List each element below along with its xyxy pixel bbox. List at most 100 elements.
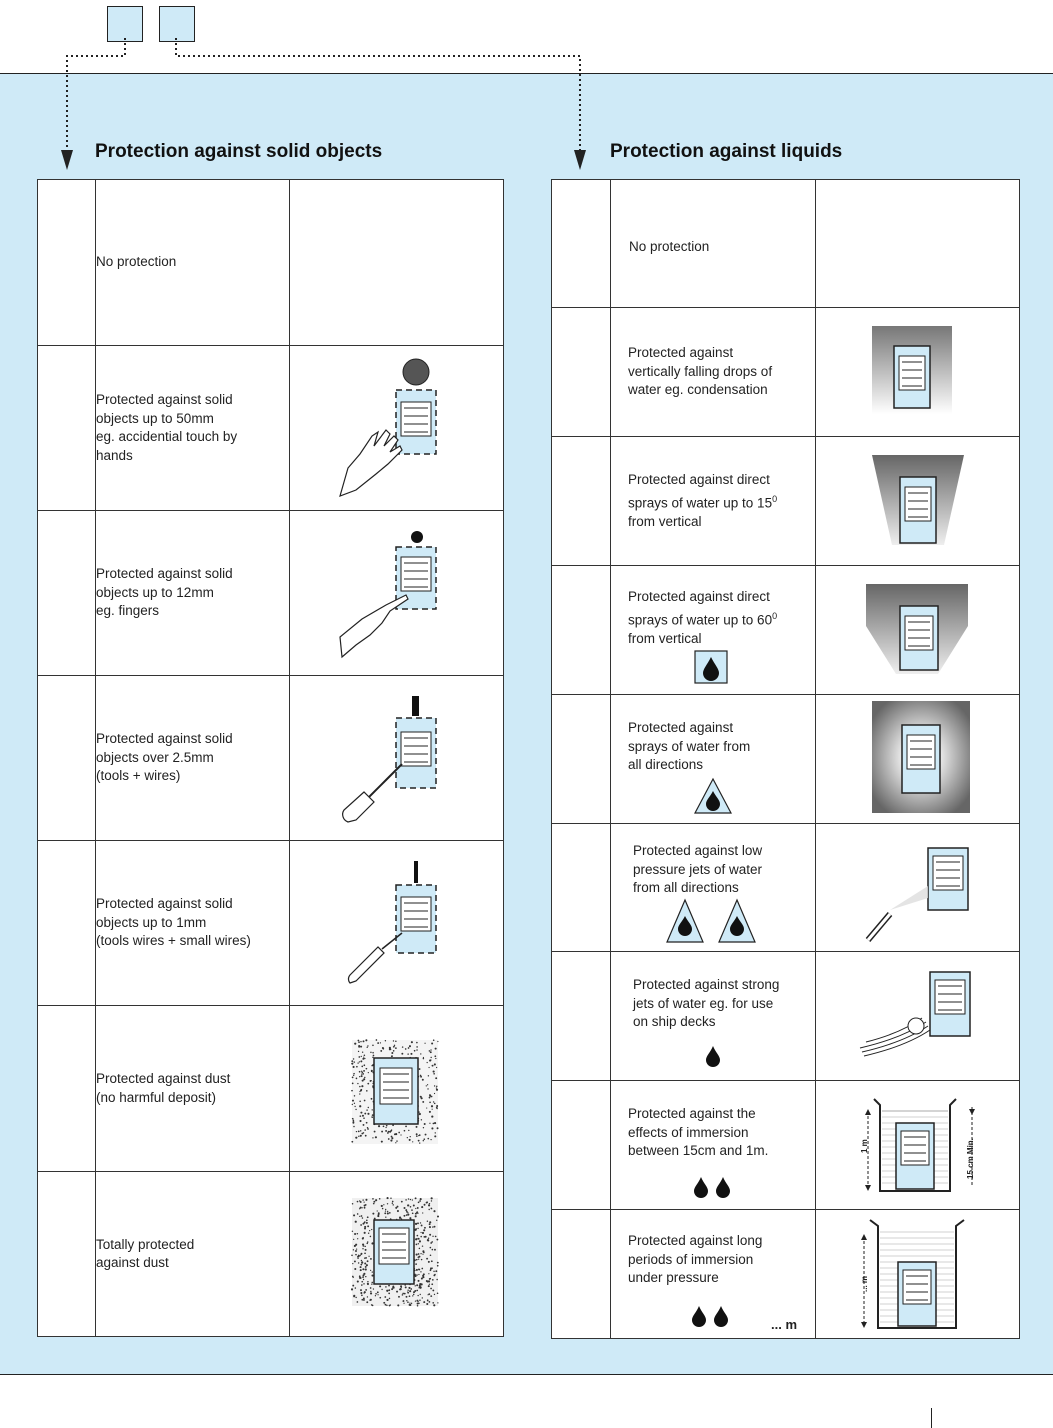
dust-speck (354, 1267, 357, 1270)
dust-speck (404, 1286, 407, 1289)
dust-speck (355, 1250, 357, 1252)
dust-speck (367, 1232, 370, 1234)
dust-speck (418, 1240, 422, 1243)
solids-desc: Protected against dust (no harmful depos… (95, 1005, 290, 1172)
code-cell (551, 179, 611, 308)
dust-speck (365, 1198, 368, 1201)
liquids-row: Protected against strong jets of water e… (551, 951, 1020, 1081)
dust-speck (407, 1047, 410, 1049)
dust-speck (435, 1088, 439, 1091)
dust-speck (432, 1289, 435, 1292)
dust-speck (372, 1044, 374, 1047)
dust-speck (436, 1219, 438, 1222)
desc-line: Protected against dust (96, 1071, 231, 1086)
dust-speck (419, 1293, 421, 1296)
dust-speck (407, 1053, 409, 1055)
desc-line: water eg. condensation (628, 382, 768, 398)
dust-speck (421, 1231, 425, 1235)
liquids-desc: No protection (610, 179, 816, 308)
solids-desc: Totally protected against dust (95, 1171, 290, 1337)
dust-speck (362, 1268, 365, 1271)
dust-speck (360, 1045, 363, 1048)
dust-speck (371, 1109, 373, 1111)
desc-line: (no harmful deposit) (96, 1089, 217, 1105)
dust-speck (377, 1214, 380, 1216)
desc-line: Protected against (628, 345, 734, 361)
dust-speck (428, 1273, 430, 1275)
dust-speck (351, 1060, 354, 1063)
dust-speck (422, 1127, 425, 1129)
dust-speck (391, 1052, 394, 1055)
dust-speck (388, 1297, 391, 1300)
dust-speck (358, 1056, 361, 1058)
dust-speck (418, 1068, 421, 1070)
dust-speck (417, 1212, 419, 1214)
dust-speck (383, 1204, 385, 1206)
dust-speck (431, 1042, 434, 1045)
dust-speck (395, 1206, 398, 1209)
dust-speck (371, 1228, 373, 1231)
dust-speck (419, 1299, 421, 1302)
dust-speck (417, 1237, 420, 1240)
dust-speck (417, 1294, 419, 1297)
dust-speck (426, 1084, 429, 1086)
liquids-row: Protected against vertically falling dro… (551, 307, 1020, 437)
dust-speck (436, 1292, 439, 1295)
dust-speck (353, 1238, 355, 1241)
dust-speck (370, 1097, 373, 1100)
dust-speck (360, 1075, 363, 1078)
dust-speck (402, 1300, 405, 1302)
dust-speck (391, 1055, 393, 1058)
dust-speck (427, 1294, 429, 1296)
dust-speck (431, 1241, 433, 1243)
desc-line: eg. accidential touch by (96, 429, 238, 444)
submersion-icon: ... m (815, 1209, 1020, 1339)
dust-speck (412, 1141, 414, 1143)
screwdriver-icon (289, 675, 504, 841)
dust-speck (385, 1126, 387, 1129)
dust-speck (362, 1236, 364, 1239)
desc-line: Protected against long (628, 1233, 763, 1248)
dust-speck (412, 1204, 415, 1207)
dust-speck (433, 1072, 435, 1075)
code-cell (37, 510, 96, 676)
dust-speck (437, 1040, 439, 1043)
dust-speck (405, 1210, 408, 1213)
dust-speck (410, 1041, 413, 1044)
dust-speck (366, 1241, 369, 1243)
dust-speck (366, 1090, 368, 1092)
dust-speck (423, 1123, 426, 1126)
dust-speck (415, 1268, 418, 1271)
dust-speck (360, 1263, 363, 1266)
dust-speck (361, 1284, 363, 1286)
dust-speck (418, 1286, 421, 1289)
dust-speck (436, 1105, 439, 1108)
dust-speck (384, 1296, 387, 1298)
dust-speck (421, 1267, 424, 1270)
dust-speck (353, 1095, 356, 1097)
dust-speck (366, 1109, 368, 1111)
dust-speck (363, 1231, 366, 1234)
dust-speck (380, 1140, 383, 1143)
hand-ball-icon (289, 345, 504, 511)
dust-speck (360, 1291, 363, 1295)
dust-speck (429, 1122, 431, 1124)
desc-line: Protected against solid (96, 392, 233, 407)
dust-speck (433, 1085, 436, 1087)
dust-speck (410, 1302, 413, 1304)
dust-speck (414, 1289, 417, 1292)
dust-speck (361, 1207, 363, 1209)
code-cell (551, 565, 611, 695)
dust-speck (436, 1127, 439, 1130)
dust-speck (414, 1197, 417, 1200)
dust-speck (434, 1273, 436, 1276)
dust-speck (426, 1239, 430, 1242)
dust-speck (396, 1290, 399, 1293)
dust-speck (360, 1070, 363, 1072)
dust-speck (373, 1217, 376, 1220)
dust-speck (426, 1201, 429, 1204)
dust-speck (356, 1065, 358, 1068)
dust-speck (410, 1052, 413, 1055)
dust-speck (431, 1278, 434, 1281)
dust-speck (395, 1040, 397, 1042)
